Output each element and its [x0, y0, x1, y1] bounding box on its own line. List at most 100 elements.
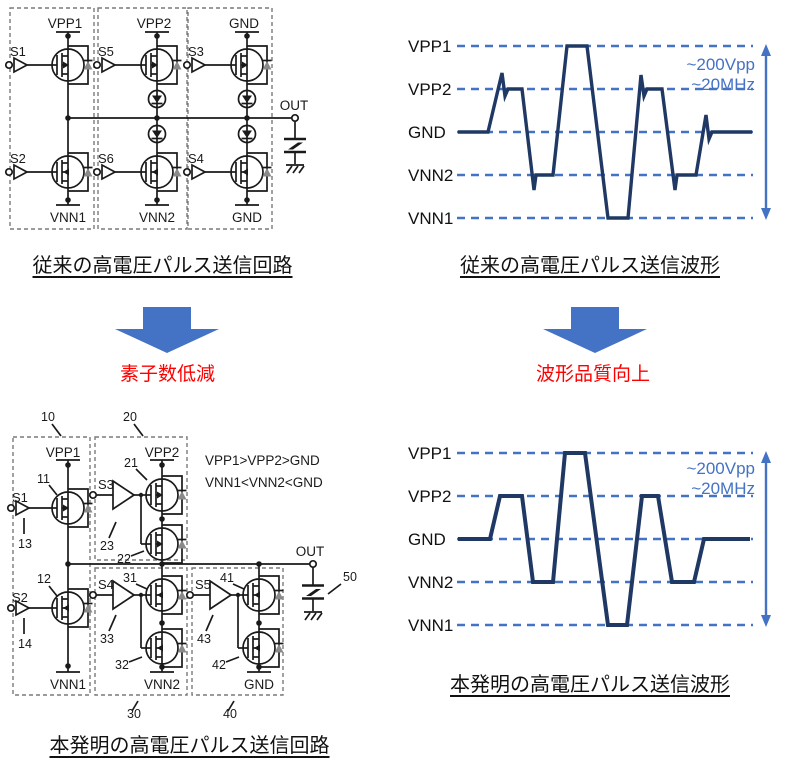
mosfet-12 — [51, 588, 94, 628]
block-10: VPP1 VNN1 11 S1 13 12 S2 14 — [6, 445, 94, 692]
ref-12: 12 — [37, 572, 51, 586]
switch-label: S3 — [98, 477, 114, 492]
improvement-label-left: 素子数低減 — [119, 364, 215, 385]
mosfet-11 — [51, 488, 94, 528]
level-label-vpp1: VPP1 — [408, 444, 451, 463]
conventional-waveform-plot: VPP1 VPP2 GND VNN2 VNN1 ~200Vpp ~20MHz — [408, 37, 771, 228]
out-net: OUT 50 — [65, 544, 357, 621]
block-40-outline — [191, 567, 284, 696]
column-vpp1-vnn1: VPP1 VNN1 S1 S2 — [5, 16, 94, 225]
voltage-condition-2: VNN1<VNN2<GND — [205, 475, 323, 490]
level-label-vnn2: VNN2 — [408, 166, 453, 185]
mosfet-21 — [145, 475, 188, 515]
ref-20: 20 — [123, 410, 137, 424]
ref-41: 41 — [220, 571, 234, 585]
rail-label: VPP2 — [137, 16, 172, 31]
ground — [285, 164, 305, 174]
invention-circuit-caption: 本発明の高電圧パルス送信回路 — [49, 735, 330, 757]
transducer-load — [282, 137, 308, 154]
mosfet-32 — [145, 628, 188, 668]
voltage-condition-1: VPP1>VPP2>GND — [205, 453, 320, 468]
ref-14: 14 — [18, 637, 32, 651]
level-label-gnd: GND — [408, 530, 446, 549]
dashed-block-outline — [9, 7, 95, 230]
improvement-label-right: 波形品質向上 — [535, 364, 650, 385]
amplitude-annotation: ~200Vpp — [686, 459, 755, 478]
ref-22: 22 — [117, 552, 131, 566]
ref-30: 30 — [127, 707, 141, 721]
ref-42: 42 — [212, 658, 226, 672]
mosfet-41 — [242, 575, 285, 615]
block-reference-numbers: 10 20 30 40 — [41, 410, 237, 721]
mosfet-31 — [145, 575, 188, 615]
switch-label: S1 — [10, 44, 26, 59]
amplitude-annotation: ~200Vpp — [686, 55, 755, 74]
down-arrow-icon — [115, 307, 219, 353]
ref-13: 13 — [18, 537, 32, 551]
block-30: 31 S4 33 32 VNN2 — [88, 564, 188, 692]
out-label: OUT — [280, 98, 309, 113]
level-label-vpp2: VPP2 — [408, 487, 451, 506]
ref-32: 32 — [115, 658, 129, 672]
ground — [303, 611, 323, 621]
mosfet-s3 — [230, 45, 273, 85]
switch-label: S2 — [10, 151, 26, 166]
ref-23: 23 — [100, 539, 114, 553]
level-label-vnn1: VNN1 — [408, 209, 453, 228]
rail-label: VPP1 — [46, 445, 81, 460]
level-label-vpp1: VPP1 — [408, 37, 451, 56]
switch-label: S5 — [195, 577, 211, 592]
out-terminal — [308, 559, 318, 569]
invention-waveform-caption: 本発明の高電圧パルス送信波形 — [450, 674, 730, 696]
range-arrow — [761, 451, 771, 627]
mosfet-s5 — [140, 45, 183, 85]
column-gnd-gnd: GND GND S3 S4 — [182, 16, 273, 225]
column-vpp2-vnn2: VPP2 VNN2 S5 S6 — [92, 16, 183, 225]
ref-31: 31 — [123, 571, 137, 585]
ref-40: 40 — [223, 707, 237, 721]
mosfet-s4 — [230, 152, 273, 192]
switch-label: S4 — [188, 151, 204, 166]
transducer-load — [300, 584, 326, 600]
invention-waveform-plot: VPP1 VPP2 GND VNN2 VNN1 ~200Vpp ~20MHz — [408, 444, 771, 635]
mosfet-s2 — [51, 152, 94, 192]
switch-label: S6 — [98, 151, 114, 166]
out-net: OUT — [68, 98, 309, 174]
mosfet-s6 — [140, 152, 183, 192]
invention-circuit-diagram: 10 20 30 40 VPP1>VPP2>GND VNN1<VNN2<GND … — [6, 410, 357, 721]
block-10-outline — [12, 436, 91, 696]
frequency-annotation: ~20MHz — [691, 479, 755, 498]
switch-label: S5 — [98, 44, 114, 59]
ref-21: 21 — [124, 456, 138, 470]
ref-50: 50 — [343, 570, 357, 584]
block-20-outline — [94, 436, 188, 561]
conventional-circuit-caption: 従来の高電圧パルス送信回路 — [32, 255, 293, 277]
rail-label: VPP1 — [48, 16, 83, 31]
level-label-vnn1: VNN1 — [408, 616, 453, 635]
mosfet-s1 — [51, 45, 94, 85]
switch-label: S4 — [98, 577, 114, 592]
frequency-annotation: ~20MHz — [691, 75, 755, 94]
down-arrow-icon — [543, 307, 647, 353]
level-label-vpp2: VPP2 — [408, 80, 451, 99]
out-label: OUT — [296, 544, 325, 559]
block-40: 41 S5 43 42 GND — [185, 564, 285, 692]
waveform-trace — [458, 451, 750, 627]
rail-label: VNN1 — [50, 210, 86, 225]
out-terminal — [290, 113, 300, 123]
range-arrow — [761, 44, 771, 220]
level-labels: VPP1 VPP2 GND VNN2 VNN1 — [408, 444, 453, 635]
rail-label: GND — [232, 210, 262, 225]
block-20: VPP2 21 S3 23 22 — [88, 445, 188, 566]
level-label-gnd: GND — [408, 123, 446, 142]
rail-label: VNN2 — [139, 210, 175, 225]
switch-label: S3 — [188, 44, 204, 59]
rail-label: VNN1 — [50, 677, 86, 692]
rail-label: GND — [244, 677, 274, 692]
rail-label: VNN2 — [144, 677, 180, 692]
conventional-circuit-diagram: OUT VPP1 VNN1 S1 S2 VPP2 VNN2 S5 — [5, 7, 309, 230]
rail-label: GND — [229, 16, 259, 31]
rail-label: VPP2 — [145, 445, 180, 460]
mosfet-22 — [145, 524, 188, 564]
mosfet-42 — [242, 628, 285, 668]
